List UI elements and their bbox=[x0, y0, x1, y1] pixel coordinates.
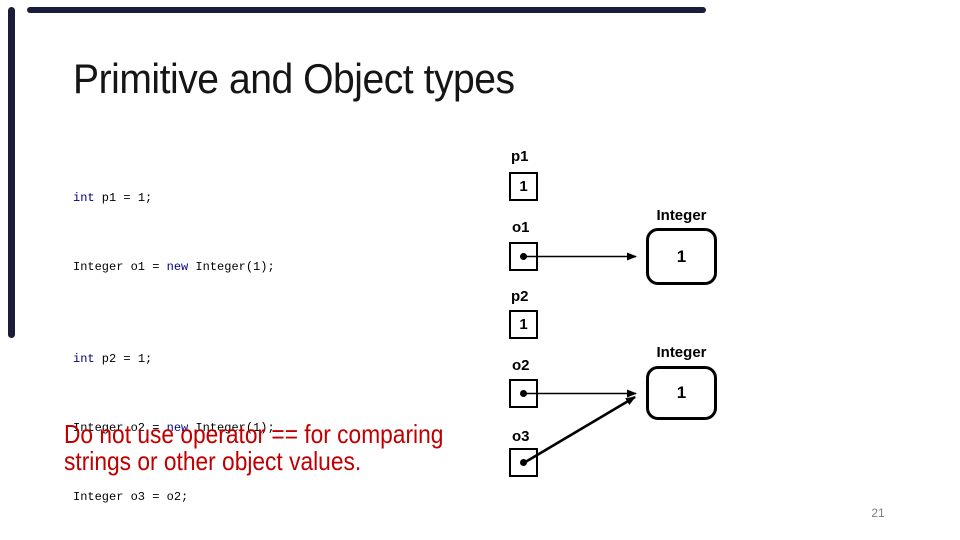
accent-bar-left bbox=[8, 7, 15, 338]
slide-title: Primitive and Object types bbox=[73, 55, 515, 102]
code-token: Integer o3 = o2; bbox=[73, 490, 189, 504]
code-token: p1 = 1; bbox=[94, 191, 153, 205]
p1-value: 1 bbox=[519, 178, 528, 195]
o3-reference-box bbox=[509, 448, 538, 477]
var-label-o3: o3 bbox=[512, 428, 530, 445]
o3-to-integer2-arrow bbox=[521, 395, 636, 466]
integer1-value: 1 bbox=[676, 246, 687, 266]
var-label-p2: p2 bbox=[511, 288, 529, 305]
integer2-value: 1 bbox=[676, 383, 687, 402]
code-line: Integer o1 = new Integer(1); bbox=[73, 256, 383, 279]
warning-line: strings or other object values. bbox=[64, 446, 362, 476]
integer2-object-box: 1 bbox=[646, 366, 717, 420]
code-block: int p1 = 1; Integer o1 = new Integer(1);… bbox=[73, 141, 383, 540]
p1-value-box: 1 bbox=[509, 172, 538, 201]
o1-reference-box bbox=[509, 242, 538, 271]
code-token: Integer o2 = bbox=[73, 421, 167, 435]
code-line: Integer o3 = o2; bbox=[73, 486, 383, 509]
keyword-token: int bbox=[73, 191, 95, 205]
keyword-token: new bbox=[166, 421, 189, 435]
o2-reference-box bbox=[509, 379, 538, 408]
code-token: p2 = 1; bbox=[94, 352, 153, 366]
integer2-type-label: Integer bbox=[656, 344, 707, 361]
code-line: Integer o2 = new Integer(1); bbox=[73, 417, 383, 440]
var-label-p1: p1 bbox=[511, 148, 529, 165]
warning-line: Do not use operator == for comparing bbox=[64, 419, 444, 449]
warning-text: Do not use operator == for comparing str… bbox=[64, 421, 443, 475]
page-number: 21 bbox=[871, 506, 885, 520]
integer1-type-label: Integer bbox=[656, 207, 707, 224]
integer1-object-box: 1 bbox=[646, 228, 717, 285]
code-line: int p2 = 1; bbox=[73, 348, 383, 371]
code-token: Integer(1); bbox=[188, 260, 275, 274]
p2-value: 1 bbox=[519, 316, 528, 333]
accent-bar-top bbox=[27, 7, 706, 13]
p2-value-box: 1 bbox=[509, 310, 538, 339]
code-line: int p1 = 1; bbox=[73, 187, 383, 210]
keyword-token: int bbox=[73, 352, 95, 366]
code-token: Integer(1); bbox=[188, 421, 275, 435]
var-label-o1: o1 bbox=[512, 219, 530, 236]
keyword-token: new bbox=[166, 260, 189, 274]
var-label-o2: o2 bbox=[512, 357, 530, 374]
code-token: Integer o1 = bbox=[73, 260, 167, 274]
